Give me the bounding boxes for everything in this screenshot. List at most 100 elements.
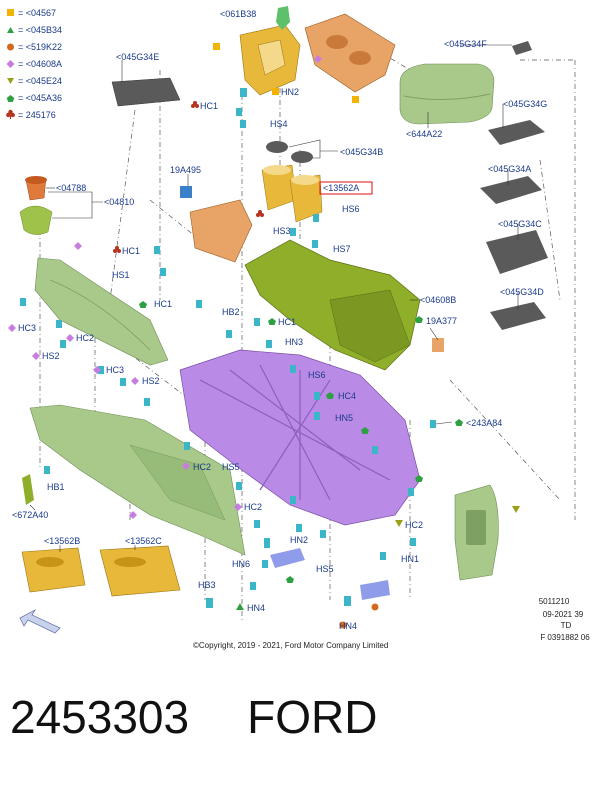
callout-hc2: HC2 [193, 462, 211, 472]
callout-hc1: HC1 [154, 299, 172, 309]
callout-243a84: <243A84 [466, 418, 502, 428]
square-icon [7, 9, 14, 16]
club-icon [256, 210, 264, 217]
pentagon-icon [361, 427, 369, 434]
diamond-icon [93, 366, 101, 374]
legend-text: = <045A36 [18, 93, 62, 103]
legend-text: = 245176 [18, 110, 56, 120]
callout-hc2: HC2 [405, 520, 423, 530]
clip-672a40 [22, 474, 34, 505]
callout-045g34d: <045G34D [500, 287, 544, 297]
callout-hb2: HB2 [222, 307, 240, 317]
fasteners [20, 88, 436, 608]
square-icon [352, 96, 359, 103]
callout-13562b: <13562B [44, 536, 80, 546]
highlight-box [319, 181, 373, 195]
left-side-panel-upper [34, 257, 169, 366]
mat-045g34d [490, 302, 546, 330]
callout-13562c: <13562C [125, 536, 162, 546]
diamond-icon [131, 377, 139, 385]
callout-hn4: HN4 [339, 621, 357, 631]
callout-hn5: HN5 [335, 413, 353, 423]
diamond-icon [129, 511, 137, 519]
part-number: 2453303 [10, 691, 190, 743]
callout-hc1: HC1 [200, 101, 218, 111]
doc-ref-line: TD [561, 621, 572, 630]
callout-19a495: 19A495 [170, 165, 201, 175]
callout-045g34c: <045G34C [498, 219, 542, 229]
callout-hn4: HN4 [247, 603, 265, 613]
callout-hc2: HC2 [244, 502, 262, 512]
callout-hs6: HS6 [308, 370, 326, 380]
callout-045g34f: <045G34F [444, 39, 487, 49]
callout-hs5: HS5 [222, 462, 240, 472]
brand-name: FORD [247, 691, 378, 743]
legend-text: = <04567 [18, 8, 56, 18]
exploded-parts-diagram: = <04567 = <045B34 = <519K22 = <04608A =… [6, 6, 590, 650]
diamond-icon [182, 462, 190, 470]
round-mat-2 [291, 151, 313, 163]
orientation-arrow-icon [19, 608, 61, 634]
legend-row-3: = <519K22 [7, 42, 62, 52]
triangle-down-icon [512, 506, 520, 513]
cup-holder-part [19, 176, 53, 235]
callout-hc1: HC1 [278, 317, 296, 327]
club-icon [191, 101, 199, 108]
copyright-text: ©Copyright, 2019 - 2021, Ford Motor Comp… [193, 641, 388, 650]
diamond-icon [6, 60, 15, 68]
callout-061b38: <061B38 [220, 9, 256, 19]
circle-icon [7, 43, 14, 51]
callout-hc4: HC4 [338, 391, 356, 401]
callout-672a40: <672A40 [12, 510, 48, 520]
console-frame-part [179, 349, 421, 526]
triangle-icon [7, 27, 14, 33]
callout-hs1: HS1 [112, 270, 130, 280]
left-side-panel-lower [29, 404, 246, 556]
pentagon-icon [415, 475, 423, 482]
callout-045g34a: <045G34A [488, 164, 531, 174]
diamond-icon [314, 55, 322, 63]
pentagon-icon [326, 392, 334, 399]
diamond-icon [32, 352, 40, 360]
callout-13562a: <13562A [323, 183, 359, 193]
legend-text: = <04608A [18, 59, 62, 69]
callouts: <061B38 <045G34E <045G34F <644A22 <045G3… [12, 9, 547, 631]
callout-hs7: HS7 [333, 244, 351, 254]
callout-hn3: HN3 [285, 337, 303, 347]
rear-panel-part [454, 484, 499, 581]
triangle-down-icon [7, 78, 14, 84]
callout-644a22: <644A22 [406, 129, 442, 139]
clip-purple-1 [270, 548, 305, 568]
legend-row-7: = 245176 [6, 109, 56, 120]
markers [8, 43, 520, 629]
square-icon [213, 43, 220, 50]
callout-hb1: HB1 [47, 482, 65, 492]
callout-hn2: HN2 [290, 535, 308, 545]
callout-hc2: HC2 [76, 333, 94, 343]
callout-hs3: HS3 [273, 226, 291, 236]
callout-hc3: HC3 [106, 365, 124, 375]
tray-13562c [99, 545, 181, 597]
round-mat-1 [266, 141, 288, 153]
pentagon-icon [286, 576, 294, 583]
mat-045g34e [111, 77, 181, 107]
mat-045g34g [488, 120, 545, 145]
diamond-icon [74, 242, 82, 250]
club-icon [113, 246, 121, 253]
connector-19a377 [432, 338, 444, 352]
triangle-down-icon [395, 520, 403, 527]
doc-ref-line: F 0391882 06 [540, 633, 590, 642]
callout-045g34e: <045G34E [116, 52, 159, 62]
orange-bracket-part [189, 199, 253, 263]
mat-045g34c [486, 230, 548, 274]
mat-045g34a [480, 176, 542, 204]
leader-lines [29, 44, 519, 552]
legend-row-6: = <045A36 [6, 93, 62, 103]
legend-row-1: = <04567 [7, 8, 56, 18]
callout-hc3: HC3 [18, 323, 36, 333]
callout-hn1: HN1 [401, 554, 419, 564]
connector-19a495 [180, 186, 192, 198]
callout-045g34b: <045G34B [340, 147, 383, 157]
triangle-icon [236, 603, 244, 610]
callout-hs4: HS4 [270, 119, 288, 129]
